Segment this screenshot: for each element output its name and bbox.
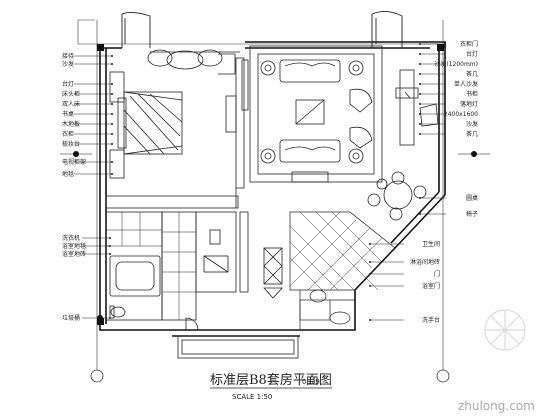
annotation-label: 洗手台	[422, 316, 440, 324]
leader-dot	[109, 237, 111, 239]
leader-dot	[419, 63, 421, 65]
leader-dot	[111, 63, 113, 65]
leader-dot	[419, 53, 421, 55]
annotation-label: 单人沙发	[454, 80, 478, 88]
annotation-label: 茶几	[466, 130, 478, 138]
annotation-label: 衣柜	[62, 130, 74, 138]
drawing-scale: SCALE 1:50	[232, 393, 272, 401]
leader-dot	[419, 83, 421, 85]
annotation-label: 接待	[62, 52, 74, 60]
leader-dot	[111, 103, 113, 105]
bathroom-left	[105, 211, 197, 321]
bathtub	[109, 255, 161, 297]
annotation-label: 垃圾桶	[62, 314, 80, 322]
leader-dot	[111, 133, 113, 135]
annotation-label: 书桌	[62, 110, 74, 118]
annotation-label: 淋浴间地砖	[410, 258, 440, 266]
leader-dot	[419, 103, 421, 105]
double-bed	[123, 91, 183, 155]
leader-dot	[369, 261, 371, 263]
annotation-label: 沙发	[466, 120, 478, 128]
annotation-label: 2400x1600	[444, 111, 478, 118]
living-room	[249, 45, 439, 183]
right-annotations: 衣柜门台灯沙发(1200mm)茶几单人沙发书柜落地灯2400x1600沙发茶几圆…	[369, 40, 478, 324]
watermark-text: zhulong.com	[458, 399, 535, 413]
zhulong-logo	[484, 309, 526, 351]
annotation-label: 茶几	[466, 70, 478, 78]
annotation-label: 书柜	[466, 90, 478, 98]
annotation-label: 木地板	[62, 120, 80, 128]
dining-area	[367, 171, 427, 221]
leader-dot	[111, 93, 113, 95]
sheet-number: 0329	[302, 378, 320, 386]
annotation-label: 浴室门	[422, 282, 440, 290]
leader-dot	[369, 285, 371, 287]
left-annotations: 接待沙发台灯床头柜双人床书桌木地板衣柜梳妆台电视柜架地毯洗衣机浴室地毯浴室地砖垃…	[62, 52, 113, 322]
leader-dot	[109, 245, 111, 247]
leader-dot	[111, 143, 113, 145]
grid-bubble-right	[436, 369, 450, 383]
grid-bubble-left	[90, 369, 104, 383]
leader-dot	[111, 113, 113, 115]
leader-dot	[111, 123, 113, 125]
annotation-label: 浴室地砖	[62, 250, 86, 258]
annotation-label: 地毯	[62, 170, 74, 178]
leader-dot	[419, 113, 421, 115]
leader-dot	[419, 123, 421, 125]
annotation-label: 沙发(1200mm)	[434, 60, 478, 68]
annotation-label: 台灯	[62, 80, 74, 88]
area-rug	[257, 53, 375, 175]
grid-lines	[77, 19, 444, 370]
annotation-label: 门	[434, 270, 440, 278]
bedroom	[105, 49, 249, 209]
section-tag-left	[60, 151, 490, 321]
annotation-label: 床头柜	[62, 90, 80, 98]
annotation-label: 台灯	[466, 50, 478, 58]
annotation-label: 洗衣机	[62, 234, 80, 242]
annotation-label: 沙发	[62, 60, 74, 68]
annotation-label: 椅子	[466, 210, 478, 218]
annotation-label: 梳妆台	[62, 140, 80, 148]
leader-dot	[419, 197, 421, 199]
entry-door	[177, 317, 299, 359]
leader-dot	[419, 133, 421, 135]
leader-dot	[369, 273, 371, 275]
leader-dot	[419, 43, 421, 45]
leader-dot	[111, 83, 113, 85]
bathroom-right	[289, 211, 396, 330]
annotation-label: 衣柜门	[460, 40, 478, 48]
balcony-left	[121, 11, 151, 48]
leader-dot	[109, 317, 111, 319]
leader-dot	[419, 73, 421, 75]
leader-dot	[111, 173, 113, 175]
drawing-title: 标准层B8套房平面图	[210, 372, 332, 388]
annotation-label: 双人床	[62, 100, 80, 108]
annotation-label: 落地灯	[460, 100, 478, 108]
hallway	[195, 211, 283, 299]
leader-dot	[109, 253, 111, 255]
annotation-label: 卫生间	[422, 240, 440, 248]
leader-dot	[111, 161, 113, 163]
leader-dot	[111, 55, 113, 57]
leader-dot	[419, 213, 421, 215]
outer-walls	[99, 41, 446, 337]
leader-dot	[419, 93, 421, 95]
leader-dot	[369, 243, 371, 245]
annotation-label: 浴室地毯	[62, 242, 86, 250]
annotation-label: 圆桌	[466, 194, 478, 202]
leader-dot	[369, 319, 371, 321]
column-markers	[97, 44, 444, 325]
balcony-right	[371, 11, 403, 48]
